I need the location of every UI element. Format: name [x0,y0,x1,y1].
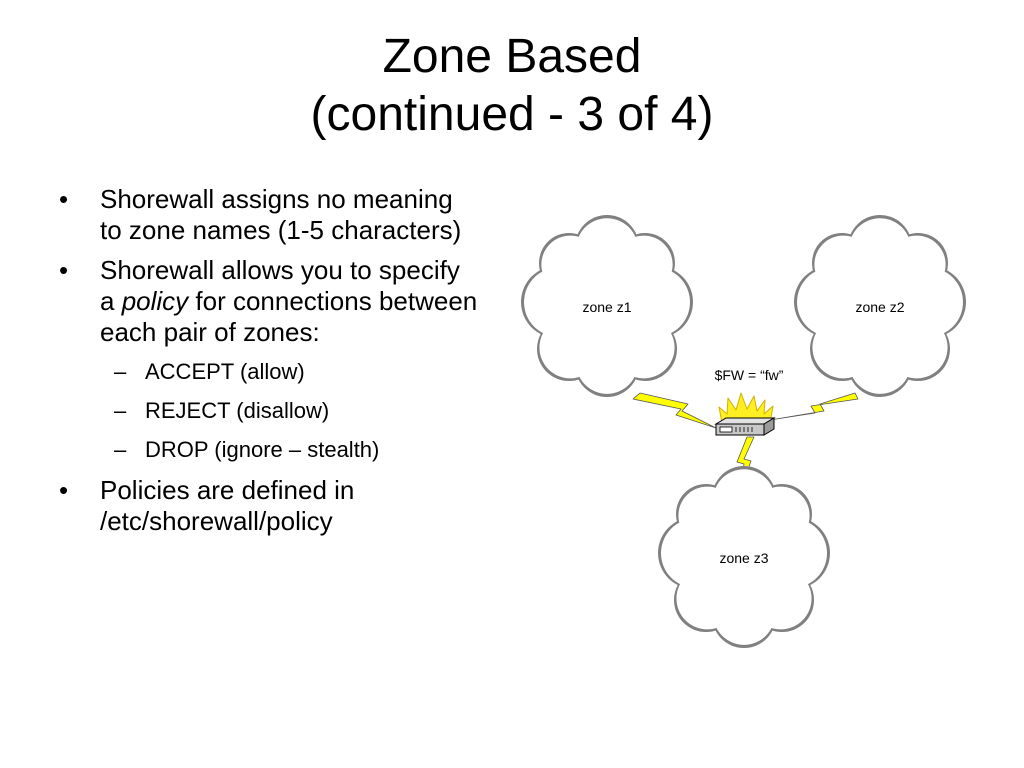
bullet-policy: • Shorewall allows you to specify a poli… [50,255,480,463]
sub-item-accept: – ACCEPT (allow) [100,358,480,385]
slide-title: Zone Based (continued - 3 of 4) [0,28,1024,144]
zone-z3-label: zone z3 [719,550,768,566]
sub-item-accept-text: ACCEPT (allow) [145,359,305,384]
sub-item-reject-text: REJECT (disallow) [145,398,330,423]
dash-icon: – [114,398,127,423]
policy-sub-list: – ACCEPT (allow) – REJECT (disallow) – D… [100,358,480,463]
cloud-z2: zone z2 [794,215,966,397]
slide-title-line-2: (continued - 3 of 4) [310,88,714,141]
bullet-dot-icon: • [59,475,69,505]
sub-item-drop-text: DROP (ignore – stealth) [145,437,380,462]
bullet-policy-text-end: for connections between each pair of zon… [100,286,478,347]
bullet-zone-names-text: Shorewall assigns no meaning to zone nam… [100,184,462,245]
slide-title-line-1: Zone Based [382,30,642,83]
bullet-dot-icon: • [59,184,69,214]
sub-item-reject: – REJECT (disallow) [100,397,480,424]
zone-z2-label: zone z2 [855,299,904,315]
bullet-list: • Shorewall assigns no meaning to zone n… [50,184,480,546]
sub-item-drop: – DROP (ignore – stealth) [100,436,480,463]
bullet-policy-text-start: Shorewall allows you to specify a [100,255,460,316]
lightning-z2-icon [769,392,859,421]
bullet-policy-italic: policy [121,286,189,316]
bullet-zone-names: • Shorewall assigns no meaning to zone n… [50,184,480,246]
cloud-z1: zone z1 [521,215,693,397]
fw-label: $FW = “fw” [715,367,784,383]
bullet-policy-file: • Policies are defined in /etc/shorewall… [50,475,480,537]
dash-icon: – [114,359,127,384]
firewall-icon [714,392,776,436]
bullet-policy-file-text: Policies are defined in /etc/shorewall/p… [100,475,355,536]
lightning-z1-icon [632,392,717,429]
dash-icon: – [114,437,127,462]
zone-diagram-svg: zone z1 zone z2 zone z3 $FW = “fw” [521,215,966,648]
zone-diagram: zone z1 zone z2 zone z3 $FW = “fw” [510,210,990,650]
zone-z1-label: zone z1 [582,299,631,315]
cloud-z3: zone z3 [658,466,830,648]
bullet-dot-icon: • [59,255,69,285]
